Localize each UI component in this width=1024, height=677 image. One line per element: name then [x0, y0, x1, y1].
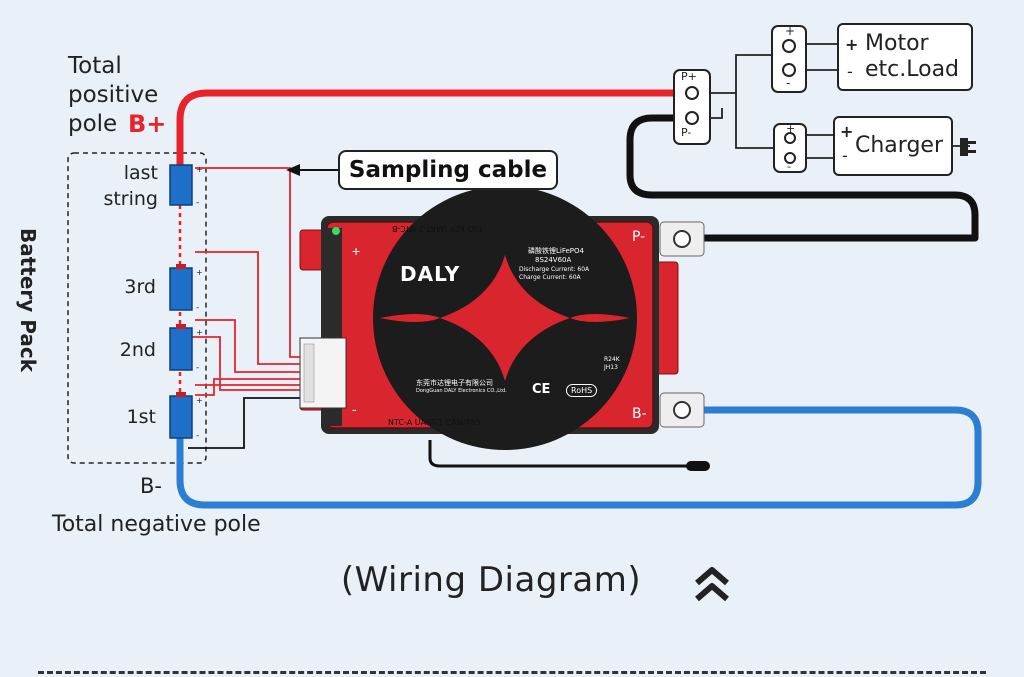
motor-plus-sign: + — [845, 35, 859, 54]
diagram-title: (Wiring Diagram) — [340, 560, 642, 600]
p-minus-wire — [626, 114, 979, 242]
motor-label: Motor etc.Load — [865, 31, 960, 82]
bms-minus-mark: - — [352, 401, 357, 417]
cell-label-last: last string — [103, 162, 158, 210]
svg-text:-: - — [196, 303, 199, 313]
bms-charge: Charge Current: 60A — [519, 274, 581, 281]
svg-text:+: + — [196, 268, 203, 277]
bms-top-ports: DIO KEY UART-2 NTC-B — [392, 224, 483, 233]
p-minus-label: P- — [681, 126, 692, 139]
svg-text:+: + — [196, 328, 203, 337]
bms-brand: DALY — [400, 262, 461, 286]
positive-wire — [176, 89, 694, 169]
charger-label: Charger — [855, 133, 943, 158]
p-plus-label: P+ — [681, 70, 697, 83]
bms-board — [299, 186, 710, 471]
charger-conn-plus: + — [786, 122, 796, 135]
footer-divider — [38, 671, 986, 674]
charger-plus-sign: + — [840, 122, 854, 141]
bms-b-minus-label: B- — [632, 406, 647, 422]
cell-label-3rd: 3rd — [124, 276, 156, 298]
bms-discharge: Discharge Current: 60A — [519, 266, 590, 273]
motor-minus-sign: - — [847, 62, 853, 81]
bms-code2: JH13 — [604, 364, 618, 371]
sampling-cable-label: Sampling cable — [338, 150, 558, 190]
p-connector — [673, 69, 711, 145]
load-wiring — [710, 43, 970, 159]
total-positive-label: Total positive pole — [68, 53, 159, 137]
sampling-black-wire — [188, 397, 306, 449]
cell-1st: +- — [169, 392, 203, 441]
cell-label-2nd: 2nd — [119, 339, 156, 361]
bms-model: 8S24V60A — [535, 256, 572, 264]
bms-chemistry: 磷酸铁锂LiFePO4 — [528, 247, 584, 255]
charger-box: + - Charger — [833, 116, 953, 176]
rohs-mark: RoHS — [566, 384, 598, 397]
bms-bottom-ports: NTC-A UART-1 CAN/485 — [388, 418, 481, 427]
bms-p-minus-label: P- — [632, 229, 646, 245]
svg-text:+: + — [196, 396, 203, 405]
svg-text:-: - — [196, 198, 199, 208]
b-plus-label: B+ — [128, 110, 167, 138]
svg-text:-: - — [196, 431, 199, 441]
battery-pack-label: Battery Pack — [16, 227, 40, 373]
cell-3rd: +- — [169, 264, 203, 313]
b-minus-label: B- — [140, 474, 162, 498]
motor-connector — [771, 25, 807, 93]
cell-2nd: +- — [169, 324, 203, 373]
bms-company-cn: 东莞市达锂电子有限公司 — [416, 379, 493, 387]
cell-last: +- — [169, 164, 203, 208]
chevron-up-icon — [695, 567, 729, 602]
charger-connector — [773, 123, 807, 173]
svg-text:-: - — [196, 363, 199, 373]
motor-conn-plus: + — [785, 24, 796, 38]
charger-minus-sign: - — [842, 146, 848, 165]
cell-label-1st: 1st — [126, 406, 156, 428]
motor-load-box: + - Motor etc.Load — [837, 23, 973, 91]
battery-pack-outline — [67, 152, 207, 464]
bms-plus-mark: + — [352, 243, 360, 259]
charger-conn-minus: - — [787, 160, 791, 173]
sampling-wires — [188, 167, 306, 396]
plug-icon — [960, 138, 976, 156]
total-negative-label: Total negative pole — [52, 512, 261, 537]
motor-conn-minus: - — [786, 76, 791, 90]
bms-code1: R24K — [604, 356, 620, 363]
svg-text:+: + — [196, 165, 203, 174]
ce-mark: CE — [532, 382, 551, 397]
negative-wire — [176, 406, 982, 509]
bms-company-en: DongGuan DALY Electronics CO.,Ltd. — [416, 388, 507, 394]
